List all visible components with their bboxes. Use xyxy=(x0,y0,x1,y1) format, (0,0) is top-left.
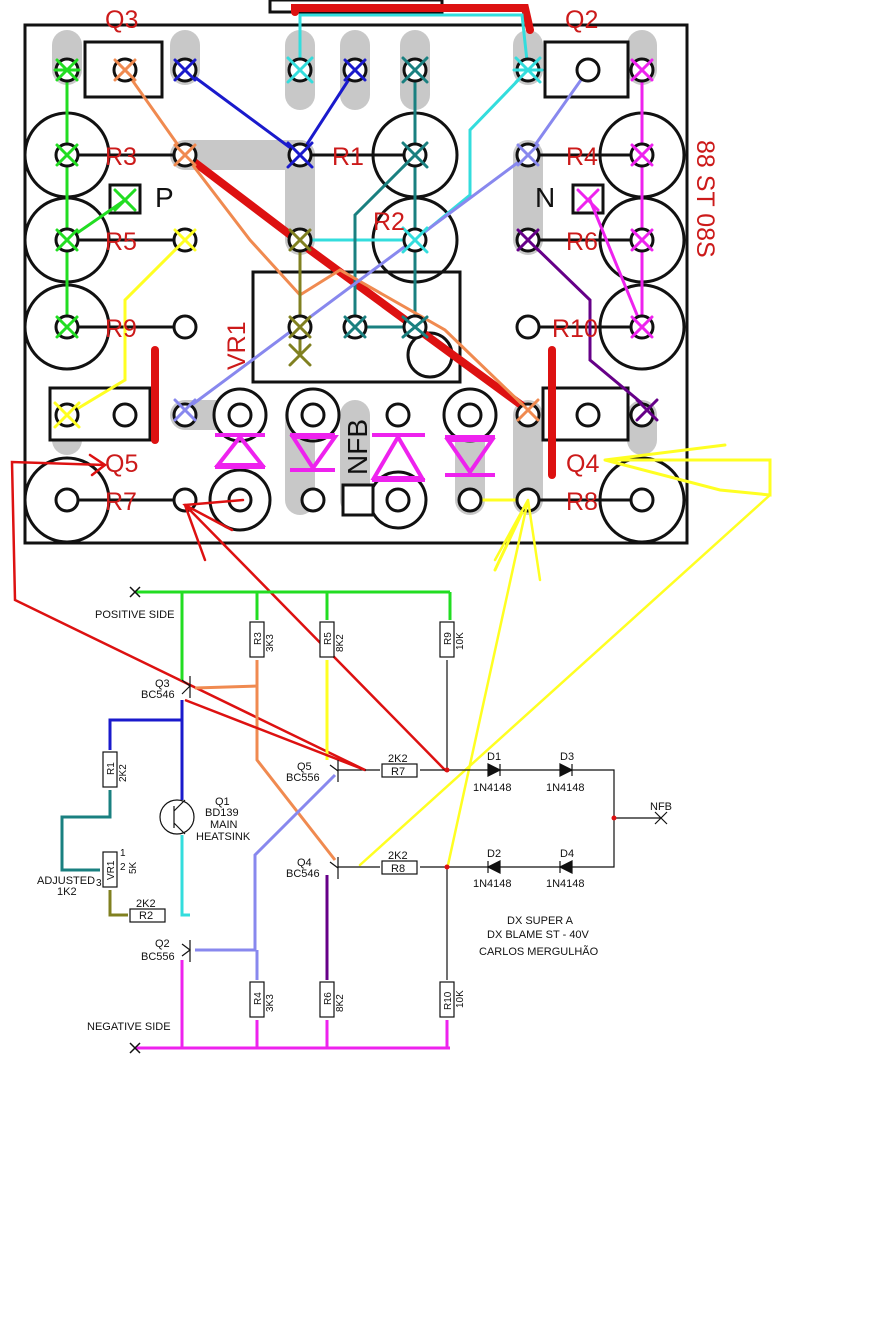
pcb-label-q4: Q4 xyxy=(566,450,599,478)
r3-name: R3 xyxy=(253,632,264,645)
vr1-pin1: 1 xyxy=(120,848,126,859)
r2-value: 2K2 xyxy=(136,898,156,910)
q3-part: BC546 xyxy=(141,689,175,701)
adjusted-label: ADJUSTED xyxy=(37,875,95,887)
r8-value: 2K2 xyxy=(388,850,408,862)
q5-part: BC556 xyxy=(286,772,320,784)
d4-name: D4 xyxy=(560,848,574,860)
r9-value: 10K xyxy=(455,632,466,650)
nfb-label: NFB xyxy=(650,801,672,813)
r4-name: R4 xyxy=(253,992,264,1005)
negative-side-label: NEGATIVE SIDE xyxy=(87,1021,171,1033)
author-label: CARLOS MERGULHÃO xyxy=(479,945,599,958)
pcb-label-n: N xyxy=(535,182,555,213)
pcb-label-r1: R1 xyxy=(332,143,364,171)
d2-part: 1N4148 xyxy=(473,878,512,890)
q5-name: Q5 xyxy=(297,761,312,773)
positive-terminal xyxy=(129,586,141,598)
r9-name: R9 xyxy=(443,632,454,645)
pcb-layout: Q3 Q2 R3 R1 R4 P N R2 R5 R6 R9 R10 VR1 N… xyxy=(10,0,772,867)
vr1-name: VR1 xyxy=(106,860,117,880)
r1-name: R1 xyxy=(106,762,117,775)
d2-name: D2 xyxy=(487,848,501,860)
title-line-2: DX BLAME ST - 40V xyxy=(487,929,590,941)
sch-diodes xyxy=(486,763,574,874)
sch-resistors xyxy=(102,621,455,1018)
r6-name: R6 xyxy=(323,992,334,1005)
r10-value: 10K xyxy=(455,990,466,1008)
vr1-pin3: 3 xyxy=(96,878,102,889)
q3-name: Q3 xyxy=(155,678,170,690)
pcb-label-r6: R6 xyxy=(566,228,598,256)
pcb-label-r4: R4 xyxy=(566,143,598,171)
r7-name: R7 xyxy=(391,766,405,778)
sch-red-line xyxy=(184,698,366,772)
r8-name: R8 xyxy=(391,863,405,875)
pcb-label-q2: Q2 xyxy=(565,6,598,34)
r5-value: 8K2 xyxy=(335,634,346,652)
q1-part: BD139 xyxy=(205,807,239,819)
pcb-label-nfb: NFB xyxy=(342,419,373,475)
d1-part: 1N4148 xyxy=(473,782,512,794)
sch-junctions xyxy=(444,767,617,870)
d3-name: D3 xyxy=(560,751,574,763)
pcb-label-r7: R7 xyxy=(105,488,137,516)
q4-part: BC546 xyxy=(286,868,320,880)
r3-value: 3K3 xyxy=(265,634,276,652)
resistor-rings xyxy=(23,111,686,544)
pcb-label-vr1: VR1 xyxy=(223,321,251,370)
pcb-label-r5: R5 xyxy=(105,228,137,256)
q2-name: Q2 xyxy=(155,938,170,950)
d3-part: 1N4148 xyxy=(546,782,585,794)
r7-value: 2K2 xyxy=(388,753,408,765)
d4-part: 1N4148 xyxy=(546,878,585,890)
pcb-label-p: P xyxy=(155,182,174,213)
pcb-labels: Q3 Q2 R3 R1 R4 P N R2 R5 R6 R9 R10 VR1 N… xyxy=(105,6,719,516)
q2-part: BC556 xyxy=(141,951,175,963)
r2-name: R2 xyxy=(139,910,153,922)
schematic-wires xyxy=(60,592,452,1048)
vr1-pin2: 2 xyxy=(120,862,126,873)
r5-name: R5 xyxy=(323,632,334,645)
q1-note2: HEATSINK xyxy=(196,831,251,843)
d1-name: D1 xyxy=(487,751,501,763)
positive-side-label: POSITIVE SIDE xyxy=(95,609,174,621)
pcb-side-text: 88 ST 08S xyxy=(691,140,719,258)
sch-transistors xyxy=(159,676,339,962)
adjusted-value: 1K2 xyxy=(57,886,77,898)
pcb-label-r3: R3 xyxy=(105,143,137,171)
schematic-labels: POSITIVE SIDE NEGATIVE SIDE Q3 BC546 Q1 … xyxy=(37,609,672,1033)
pcb-label-r8: R8 xyxy=(566,488,598,516)
r1-value: 2K2 xyxy=(118,764,129,782)
negative-terminal xyxy=(129,1042,141,1054)
q4-name: Q4 xyxy=(297,857,312,869)
r6-value: 8K2 xyxy=(335,994,346,1012)
pad-markers xyxy=(53,56,659,429)
pcb-label-q3: Q3 xyxy=(105,6,138,34)
q1-name: Q1 xyxy=(215,796,230,808)
pcb-label-q5: Q5 xyxy=(105,450,138,478)
pcb-label-r9: R9 xyxy=(105,315,137,343)
r10-name: R10 xyxy=(443,991,454,1010)
pcb-diodes xyxy=(213,433,496,482)
schematic: POSITIVE SIDE NEGATIVE SIDE Q3 BC546 Q1 … xyxy=(37,586,672,1054)
r4-value: 3K3 xyxy=(265,994,276,1012)
pcb-label-r10: R10 xyxy=(552,315,598,343)
vr1-value: 5K xyxy=(128,861,139,874)
title-line-1: DX SUPER A xyxy=(507,915,574,927)
pcb-label-r2: R2 xyxy=(373,208,405,236)
q1-note1: MAIN xyxy=(210,819,238,831)
